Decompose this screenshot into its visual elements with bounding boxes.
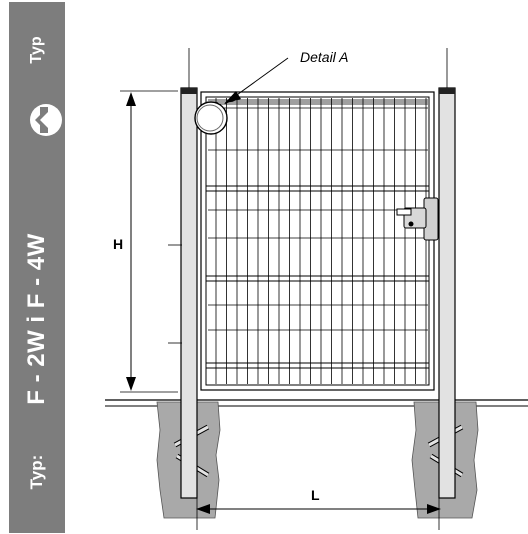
gate-stiffening-bars <box>206 185 429 369</box>
gate-lock <box>396 197 439 241</box>
hinge-detail-circle <box>194 101 228 135</box>
gate-frame <box>200 91 435 391</box>
length-dimension <box>196 498 441 530</box>
side-banner: Typ F - 2W i F - 4W Typ: <box>9 2 65 533</box>
length-label: L <box>311 487 320 503</box>
height-label: H <box>113 236 123 252</box>
height-dimension <box>120 90 178 393</box>
post-left <box>168 87 198 499</box>
arrow-left-circle-icon <box>30 104 62 136</box>
detail-a-label: Detail A <box>300 49 349 65</box>
detail-a-pointer <box>224 57 289 104</box>
post-right <box>438 87 456 499</box>
gate-mesh <box>208 98 428 384</box>
